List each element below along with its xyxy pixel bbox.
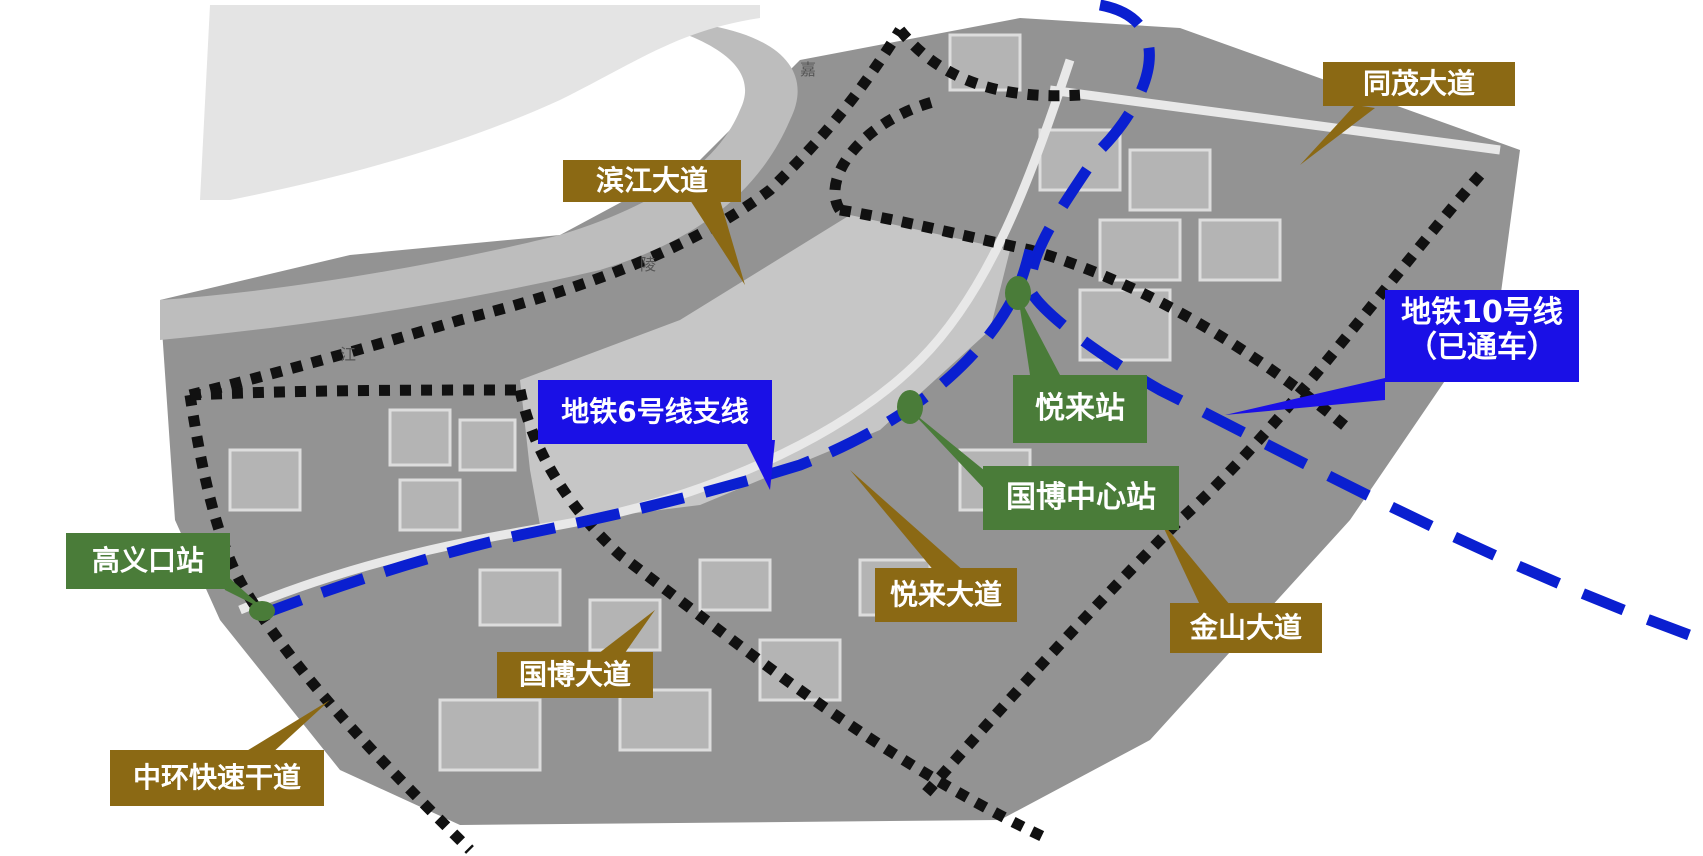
metro-line-10-name: 地铁10号线 — [1401, 295, 1563, 330]
river-char-1: 嘉 — [800, 60, 816, 79]
guobo-station-pointer — [910, 410, 990, 495]
river-char-3: 江 — [340, 345, 356, 364]
gaoyikou-station-label: 高义口站 — [66, 533, 230, 589]
yuelai-road-label: 悦来大道 — [875, 568, 1017, 622]
yuelai-station-marker — [1005, 276, 1031, 310]
tongmao-road-label: 同茂大道 — [1323, 62, 1515, 106]
guobo-road-pointer — [590, 610, 655, 660]
central-plot — [520, 215, 1010, 525]
metro-line-10-label: 地铁10号线 （已通车） — [1385, 290, 1579, 382]
binjiang-pointer — [690, 200, 745, 285]
guobo-road-line — [514, 388, 1053, 845]
yuelai-road-pointer — [850, 470, 965, 572]
guobo-center-station-label: 国博中心站 — [983, 466, 1179, 530]
jialing-river — [160, 20, 798, 340]
yuelai-station-label: 悦来站 — [1013, 375, 1147, 443]
line6-pointer — [745, 440, 775, 490]
binjiang-road-line — [188, 27, 905, 401]
gaoyikou-station-marker — [249, 601, 275, 621]
guobo-center-station-marker — [897, 390, 923, 424]
metro-line-6-label: 地铁6号线支线 — [538, 380, 772, 444]
metro-line-10-status: （已通车） — [1407, 329, 1557, 365]
river-char-2: 陵 — [640, 255, 656, 274]
jinshan-pointer — [1160, 520, 1230, 605]
central-ring-west — [189, 384, 521, 401]
yuelai-station-pointer — [1018, 295, 1060, 375]
north-cross-road — [839, 204, 1354, 435]
zhonghuan-pointer — [240, 700, 330, 755]
callout-pointers — [215, 105, 1385, 755]
tongmao-pointer — [1300, 105, 1375, 165]
binjiang-road-label: 滨江大道 — [563, 160, 741, 202]
central-north-road — [829, 94, 942, 214]
metro-line-6-branch — [258, 248, 1036, 621]
river-north-bank — [200, 5, 760, 200]
north-link-road — [895, 26, 1081, 102]
metro-line-10 — [1024, 0, 1703, 646]
major-roads-dotted — [184, 26, 1485, 854]
line10-pointer — [1225, 378, 1385, 415]
guobo-road-label: 国博大道 — [497, 652, 653, 698]
jinshan-road-label: 金山大道 — [1170, 603, 1322, 653]
jinshan-road-line — [915, 171, 1485, 804]
zhonghuan-road-label: 中环快速干道 — [110, 750, 324, 806]
